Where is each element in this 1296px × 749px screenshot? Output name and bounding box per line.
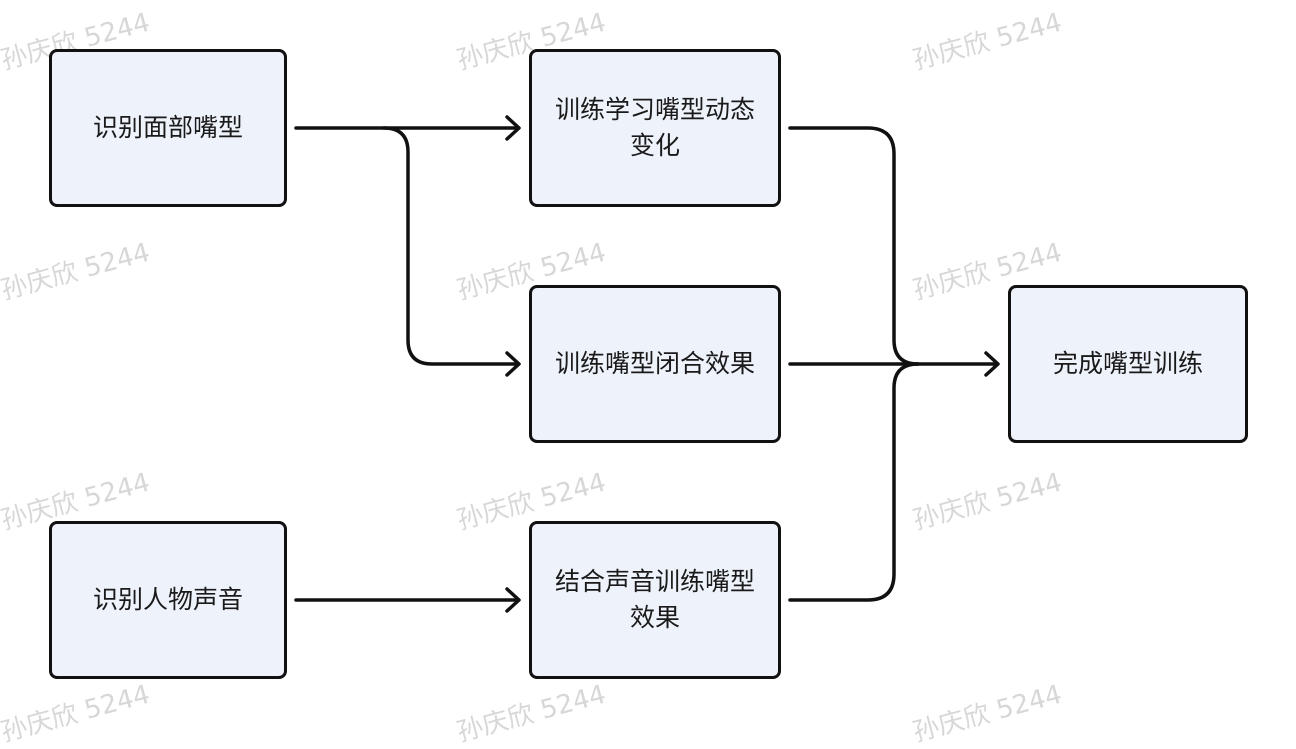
edge-combine-to-complete bbox=[788, 362, 920, 602]
edge-face-to-closing bbox=[382, 126, 519, 366]
node-face-mouth: 识别面部嘴型 bbox=[49, 49, 287, 207]
edge-dynamic-to-complete bbox=[788, 126, 920, 366]
node-closing-effect: 训练嘴型闭合效果 bbox=[529, 285, 781, 443]
flowchart-connectors bbox=[294, 115, 1000, 613]
arrowhead-closing bbox=[505, 351, 521, 377]
node-voice: 识别人物声音 bbox=[49, 521, 287, 679]
arrowhead-dynamic bbox=[505, 115, 521, 141]
node-label: 训练嘴型闭合效果 bbox=[554, 349, 755, 378]
arrowhead-combine bbox=[505, 587, 521, 613]
node-label: 识别人物声音 bbox=[92, 585, 243, 614]
arrowhead-complete bbox=[984, 351, 1000, 377]
node-learn-dynamic: 训练学习嘴型动态变化 bbox=[529, 49, 781, 207]
node-combine-sound: 结合声音训练嘴型效果 bbox=[529, 521, 781, 679]
node-label: 结合声音训练嘴型效果 bbox=[554, 567, 755, 632]
node-label: 完成嘴型训练 bbox=[1052, 349, 1203, 378]
node-complete: 完成嘴型训练 bbox=[1008, 285, 1248, 443]
node-label: 训练学习嘴型动态变化 bbox=[554, 95, 755, 160]
node-label: 识别面部嘴型 bbox=[92, 113, 243, 142]
